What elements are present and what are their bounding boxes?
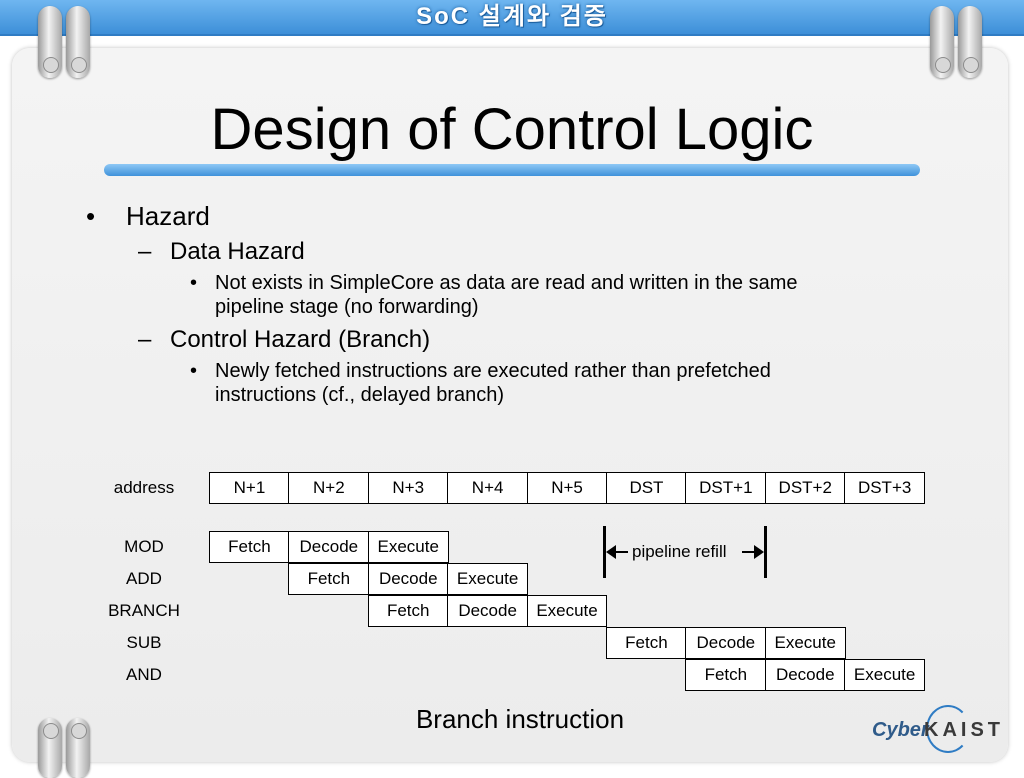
- address-cell: N+1: [209, 472, 290, 504]
- logo-swoosh-icon: [926, 705, 970, 753]
- binder-ring-icon: [38, 6, 62, 78]
- address-cell: DST: [606, 472, 687, 504]
- bullet-data-hazard-note-cont: pipeline stage (no forwarding): [215, 296, 479, 318]
- stage-cell: Execute: [367, 531, 449, 563]
- binder-ring-icon: [38, 718, 62, 778]
- stage-cell: Fetch: [606, 627, 687, 659]
- address-cell: DST+3: [844, 472, 926, 504]
- diagram-caption: Branch instruction: [415, 704, 625, 734]
- stage-cell: Decode: [447, 595, 529, 627]
- header-band: [0, 0, 1024, 36]
- bullet-control-hazard: Control Hazard (Branch): [170, 326, 431, 353]
- stage-cell: Execute: [526, 595, 608, 627]
- logo-cyber-text: Cyber: [872, 719, 929, 741]
- arrow-right-icon: [742, 545, 764, 559]
- bullet-control-hazard-note-cont: instructions (cf., delayed branch): [215, 384, 505, 406]
- stage-cell: Fetch: [209, 531, 290, 563]
- instruction-label: MOD: [124, 537, 164, 556]
- header-title: SoC 설계와 검증: [416, 3, 608, 30]
- binder-ring-icon: [66, 6, 90, 78]
- refill-left-bar: [603, 526, 606, 578]
- stage-cell: Decode: [288, 531, 370, 563]
- bullet-data-hazard-note: Not exists in SimpleCore as data are rea…: [215, 272, 798, 294]
- binder-ring-icon: [958, 6, 982, 78]
- bullet-data-hazard: Data Hazard: [170, 238, 305, 265]
- refill-right-bar: [764, 526, 767, 578]
- bullet-dash-icon: –: [138, 238, 152, 265]
- pipeline-refill-label: pipeline refill: [632, 542, 727, 561]
- logo-kaist-text: KAIST: [924, 719, 1004, 741]
- bullet-dot-icon: •: [190, 272, 198, 294]
- bullet-hazard: Hazard: [126, 201, 210, 231]
- stage-cell: Fetch: [288, 563, 370, 595]
- address-row-label: address: [113, 478, 175, 497]
- stage-cell: Execute: [447, 563, 529, 595]
- address-cell: N+2: [288, 472, 370, 504]
- bullet-control-hazard-note: Newly fetched instructions are executed …: [215, 360, 771, 382]
- stage-cell: Fetch: [685, 659, 767, 691]
- bullet-dot-icon: •: [190, 360, 198, 382]
- instruction-label: SUB: [126, 633, 162, 652]
- title-underline-bar: [104, 164, 920, 176]
- instruction-label: BRANCH: [108, 601, 180, 620]
- instruction-label: AND: [126, 665, 162, 684]
- binder-ring-icon: [930, 6, 954, 78]
- stage-cell: Execute: [764, 627, 846, 659]
- address-cell: N+5: [526, 472, 608, 504]
- bullet-dash-icon: –: [138, 326, 152, 353]
- slide-title: Design of Control Logic: [210, 97, 814, 162]
- stage-cell: Decode: [764, 659, 846, 691]
- instruction-label: ADD: [126, 569, 162, 588]
- stage-cell: Decode: [685, 627, 767, 659]
- binder-ring-icon: [66, 718, 90, 778]
- bullet-dot-icon: •: [86, 201, 96, 231]
- address-cell: DST+1: [685, 472, 767, 504]
- address-cell: N+3: [367, 472, 449, 504]
- address-cell: DST+2: [764, 472, 846, 504]
- arrow-left-icon: [606, 545, 628, 559]
- stage-cell: Decode: [367, 563, 449, 595]
- address-cell: N+4: [447, 472, 529, 504]
- stage-cell: Execute: [844, 659, 926, 691]
- stage-cell: Fetch: [367, 595, 449, 627]
